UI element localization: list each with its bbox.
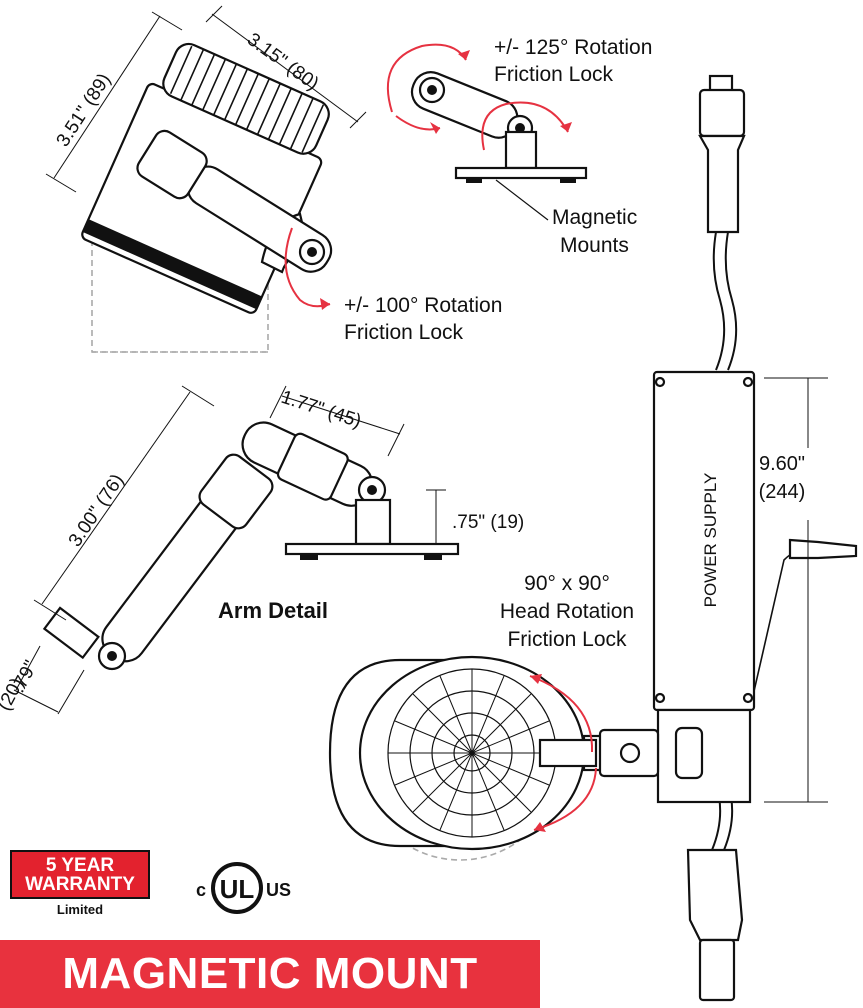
dim-power-supply (764, 377, 828, 803)
warranty-sub: Limited (56, 902, 104, 917)
power-cable (686, 74, 858, 1002)
magnetic-mounts-label-1: Magnetic (552, 206, 637, 229)
arm-top (136, 71, 588, 273)
warranty-line-1: 5 YEAR (45, 855, 115, 876)
dim-arm-upper-label: 1.77" (45) (278, 387, 363, 433)
arm-detail-title: Arm Detail (218, 598, 328, 623)
dim-mount-height-label: .75" (19) (452, 512, 524, 533)
dim-ps-label-2: (244) (759, 481, 806, 503)
rotation-100-label-2: Friction Lock (344, 321, 464, 344)
warranty-badge: 5 YEAR WARRANTY Limited (10, 850, 150, 920)
ul-c-label: c (196, 880, 206, 900)
magnetic-leader (495, 179, 549, 221)
head-rotation-label-2: Head Rotation (500, 600, 634, 623)
heatsink-top (162, 42, 330, 155)
dim-arm-long-label: 3.00" (76) (65, 470, 129, 550)
ul-certification-mark: c UL US (196, 862, 291, 914)
dim-arm (13, 385, 446, 715)
ul-mark-label: UL (220, 874, 255, 904)
arm-detail-drawing (42, 421, 460, 671)
title-banner: MAGNETIC MOUNT (0, 940, 540, 1008)
head-rotation-label-1: 90° x 90° (524, 572, 610, 595)
rotation-125-label-2: Friction Lock (494, 63, 614, 86)
power-supply-label: POWER SUPPLY (701, 473, 720, 608)
rotation-100-label-1: +/- 100° Rotation (344, 294, 502, 317)
light-head-bottom (328, 655, 704, 861)
head-rotation-label-3: Friction Lock (507, 628, 627, 651)
warranty-line-2: WARRANTY (25, 874, 135, 895)
dim-height-label: 3.51" (89) (53, 70, 116, 151)
magnetic-mounts-label-2: Mounts (560, 234, 629, 257)
rotation-125-label-1: +/- 125° Rotation (494, 36, 652, 59)
dim-ps-label-1: 9.60" (759, 453, 805, 475)
ul-us-label: US (266, 880, 291, 900)
rotation-arrows-top (284, 43, 572, 310)
dim-head (45, 5, 367, 193)
heatsink-bottom (387, 668, 557, 838)
